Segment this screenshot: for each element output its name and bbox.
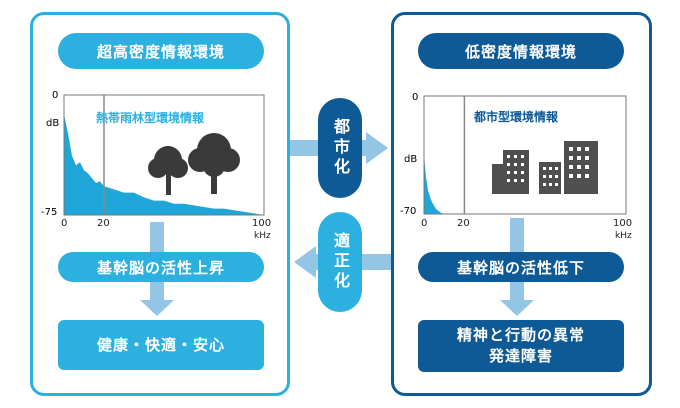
right-y-top-label: 0 (412, 92, 419, 103)
left-chart-frame (63, 94, 265, 216)
left-outcome-box: 健康・快適・安心 (58, 320, 264, 370)
right-y-unit-label: dB (404, 154, 418, 165)
urbanization-label-pill: 都市化 (318, 98, 362, 198)
right-chart-title: 都市型環境情報 (474, 110, 559, 124)
left-x-tick-100: 100 (252, 218, 272, 229)
right-y-bottom-label: -70 (400, 206, 417, 217)
left-y-unit-label: dB (46, 118, 60, 129)
right-spectrum-area (424, 155, 445, 214)
right-x-tick-100: 100 (613, 218, 633, 229)
left-outcome-line-1: 健康・快適・安心 (96, 335, 225, 354)
left-x-tick-20: 20 (97, 218, 110, 229)
right-x-unit: kHz (615, 231, 632, 241)
right-outcome-box: 精神と行動の異常 発達障害 (418, 320, 624, 372)
right-outcome-line-2: 発達障害 (488, 347, 553, 365)
left-header-high-density: 超高密度情報環境 (58, 33, 264, 69)
left-chart-title: 熱帯雨林型環境情報 (96, 111, 205, 125)
right-outcome-line-1: 精神と行動の異常 (456, 326, 585, 344)
right-x-tick-20: 20 (457, 218, 470, 229)
right-x-tick-0: 0 (421, 218, 428, 229)
left-x-unit: kHz (254, 231, 271, 241)
right-header-low-density: 低密度情報環境 (418, 33, 624, 69)
left-effect-pill: 基幹脳の活性上昇 (58, 252, 264, 282)
left-y-bottom-label: -75 (41, 207, 58, 218)
left-spectrum-area (64, 114, 264, 215)
right-chart-frame (423, 95, 627, 215)
left-x-tick-0: 0 (61, 218, 68, 229)
right-effect-pill: 基幹脳の活性低下 (418, 252, 624, 282)
optimization-label-pill: 適正化 (318, 212, 362, 312)
left-y-top-label: 0 (52, 90, 59, 101)
